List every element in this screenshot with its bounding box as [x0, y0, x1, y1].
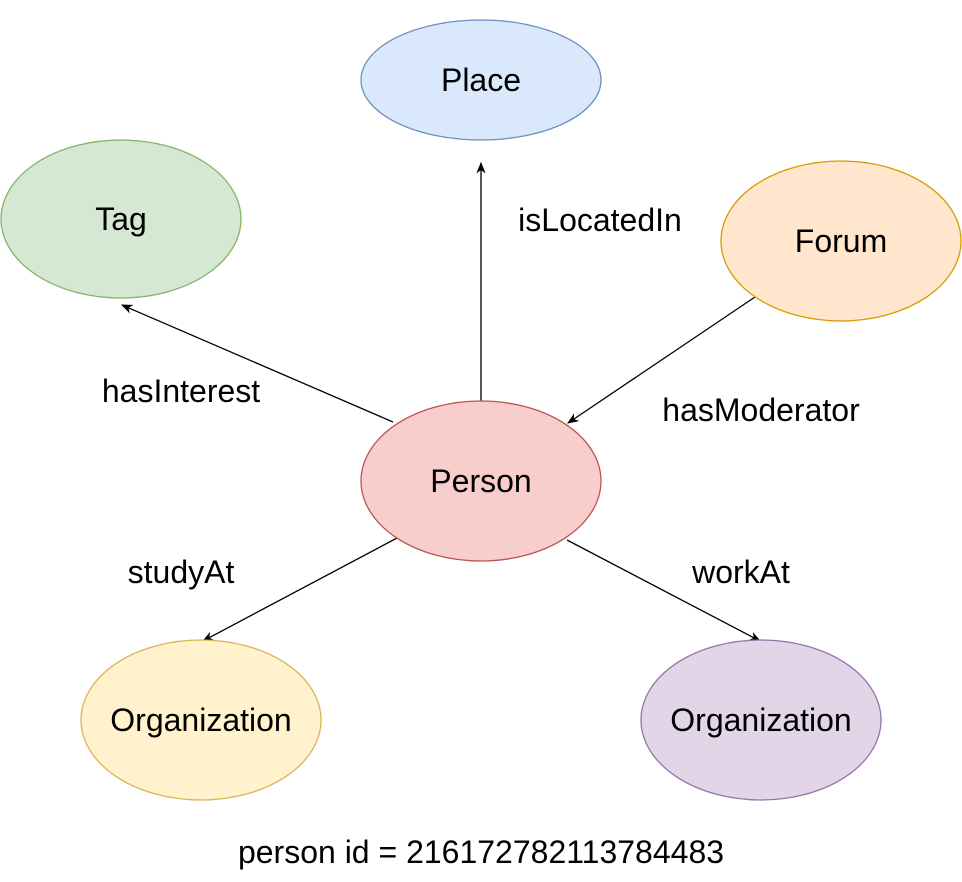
edge-work-at: workAt: [566, 539, 790, 642]
node-label-place: Place: [441, 62, 521, 98]
edge-label-has-moderator: hasModerator: [662, 392, 860, 428]
edge-label-work-at: workAt: [691, 554, 790, 590]
node-label-person: Person: [430, 463, 531, 499]
node-label-organization-work: Organization: [670, 702, 851, 738]
edge-label-has-interest: hasInterest: [102, 373, 260, 409]
edge-label-is-located-in: isLocatedIn: [518, 202, 682, 238]
person-id-caption: person id = 216172782113784483: [238, 834, 724, 870]
edge-has-moderator: hasModerator: [567, 296, 860, 428]
node-label-organization-study: Organization: [110, 702, 291, 738]
node-tag[interactable]: Tag: [0, 139, 242, 299]
node-label-tag: Tag: [95, 201, 147, 237]
edge-study-at: studyAt: [128, 537, 398, 642]
node-place[interactable]: Place: [360, 19, 602, 141]
node-label-forum: Forum: [795, 223, 887, 259]
edge-is-located-in: isLocatedIn: [476, 161, 682, 401]
node-forum[interactable]: Forum: [720, 160, 962, 322]
node-person[interactable]: Person: [360, 400, 602, 562]
edge-has-interest: hasInterest: [102, 304, 394, 423]
edge-label-study-at: studyAt: [128, 554, 235, 590]
node-organization-work[interactable]: Organization: [640, 639, 882, 801]
node-organization-study[interactable]: Organization: [80, 639, 322, 801]
